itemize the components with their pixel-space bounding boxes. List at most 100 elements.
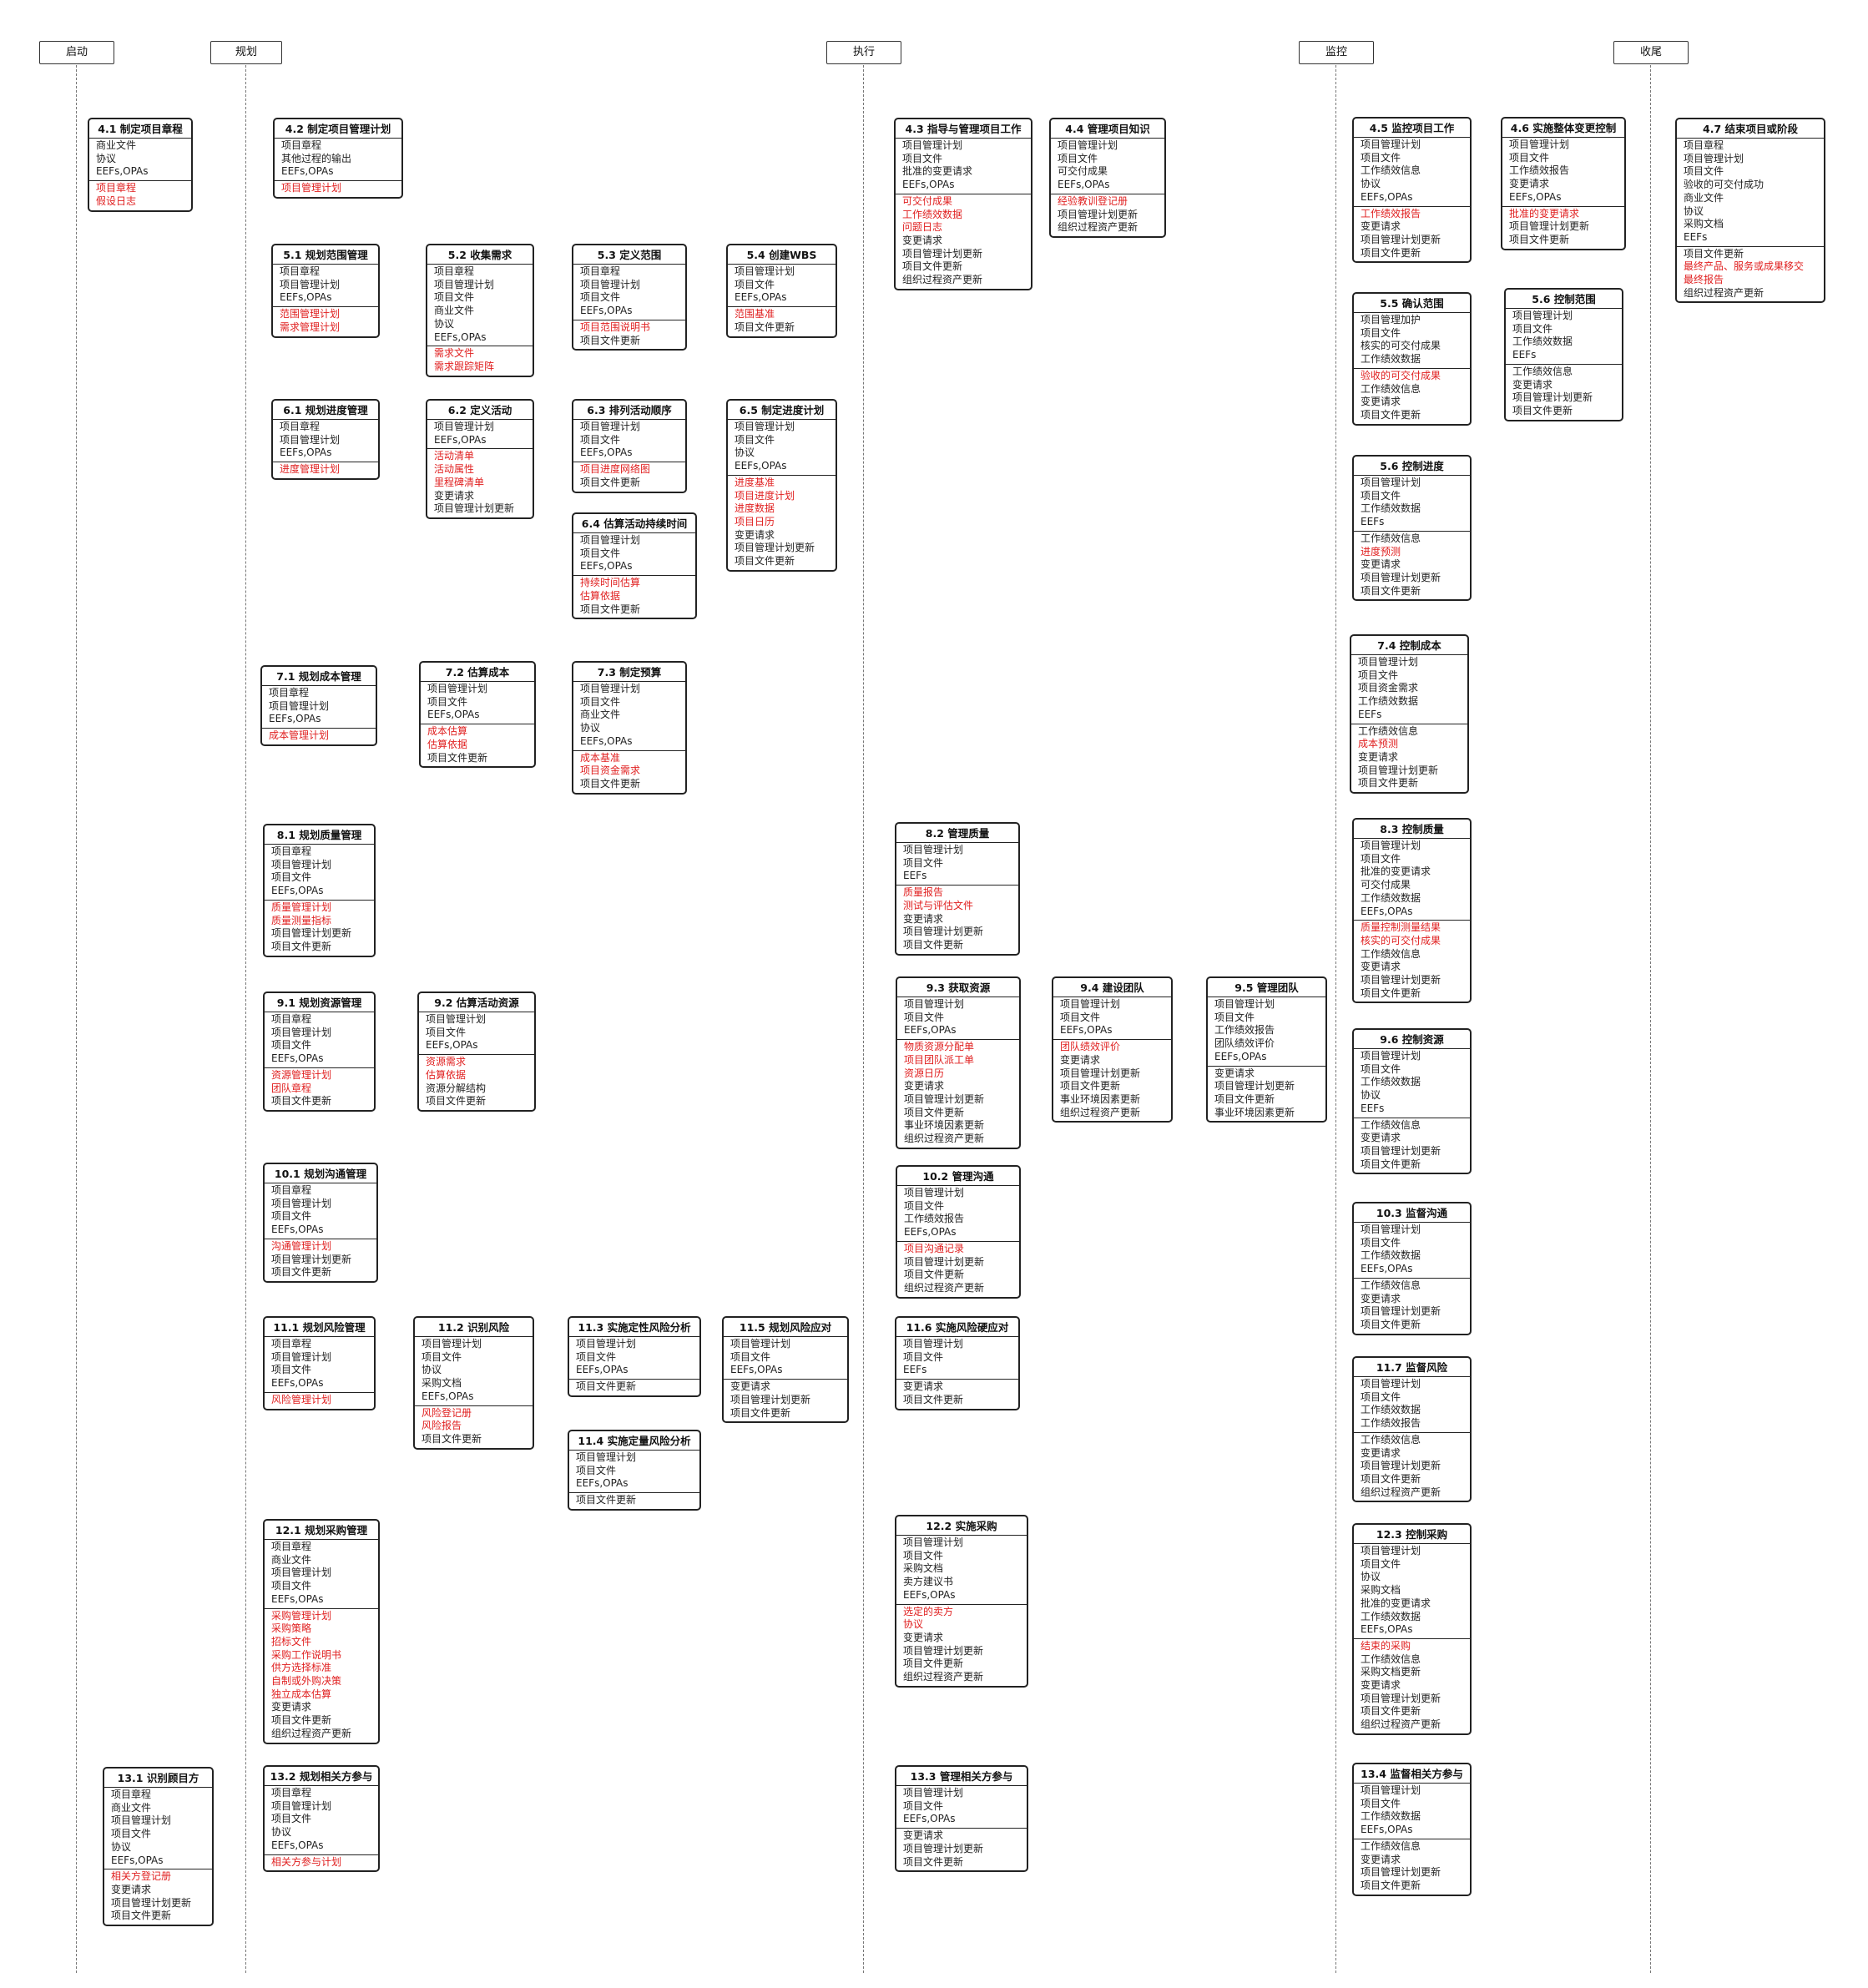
output-item: 最终产品、服务或成果移交 (1684, 260, 1805, 273)
input-item: EEFs,OPAs (1214, 1050, 1267, 1062)
output-item: 成本基准 (580, 751, 621, 764)
input-item: 项目管理计划 (434, 421, 495, 432)
process-title: 11.6 实施风险硬应对 (896, 1318, 1018, 1337)
process-outputs: 质量控制测量结果核实的可交付成果工作绩效信息变更请求项目管理计划更新项目文件更新 (1354, 920, 1470, 1002)
input-item: 变更请求 (1509, 178, 1550, 190)
input-item: 项目章程 (280, 421, 321, 432)
input-item: 项目管理计划 (271, 1197, 332, 1209)
input-item: EEFs,OPAs (434, 433, 487, 446)
output-item: 变更请求 (1060, 1053, 1101, 1066)
process-outputs: 变更请求项目管理计划更新项目文件更新事业环境因素更新 (1208, 1065, 1325, 1122)
input-item: 项目管理计划 (1361, 1545, 1421, 1557)
output-item: 组织过程资产更新 (904, 1133, 985, 1145)
input-item: EEFs,OPAs (1509, 190, 1562, 203)
input-item: 项目章程 (271, 1013, 312, 1025)
input-item: 项目管理计划 (271, 1799, 332, 1812)
output-item: 项目进度网络图 (580, 463, 651, 476)
output-item: 项目文件更新 (903, 1393, 964, 1405)
input-item: 项目管理计划 (903, 844, 964, 855)
process-title: 7.3 制定预算 (573, 663, 685, 682)
input-item: 工作绩效数据 (1361, 1076, 1421, 1088)
output-item: 变更请求 (271, 1701, 312, 1713)
input-item: 项目文件 (271, 871, 312, 884)
process-title: 9.3 获取资源 (897, 978, 1019, 997)
input-item: EEFs,OPAs (576, 1477, 629, 1490)
process-outputs: 风险登记册风险报告项目文件更新 (415, 1405, 533, 1448)
output-item: 变更请求 (1512, 378, 1553, 391)
output-item: 项目日历 (735, 515, 775, 527)
input-item: EEFs,OPAs (735, 291, 787, 304)
process-outputs: 范围基准项目文件更新 (728, 306, 836, 336)
output-item: 项目文件更新 (580, 603, 641, 615)
input-item: EEFs,OPAs (730, 1364, 783, 1376)
input-item: 项目章程 (281, 139, 322, 151)
output-item: 批准的变更请求 (1509, 207, 1580, 219)
output-item: 项目文件更新 (1684, 247, 1744, 260)
output-item: 范围管理计划 (280, 308, 341, 320)
output-item: 项目管理计划更新 (1361, 1305, 1441, 1318)
process-title: 7.4 控制成本 (1351, 636, 1467, 655)
process-outputs: 验收的可交付成果工作绩效信息变更请求项目文件更新 (1354, 367, 1470, 424)
output-item: 组织过程资产更新 (902, 274, 983, 286)
input-item: EEFs (903, 1364, 927, 1376)
output-item: 估算依据 (580, 589, 621, 602)
input-item: EEFs,OPAs (280, 291, 332, 304)
output-item: 采购策略 (271, 1622, 312, 1635)
input-item: 项目文件 (427, 695, 468, 708)
input-item: 项目文件 (1060, 1011, 1101, 1023)
output-item: 事业环境因素更新 (1060, 1092, 1141, 1105)
output-item: 质量测量指标 (271, 914, 332, 926)
output-item: 沟通管理计划 (271, 1239, 332, 1252)
input-item: 协议 (1361, 1089, 1381, 1102)
process-title: 4.6 实施整体变更控制 (1502, 119, 1624, 138)
process-title: 4.1 制定项目章程 (89, 119, 191, 139)
input-item: 项目管理计划 (280, 278, 341, 290)
process-outputs: 团队绩效评价变更请求项目管理计划更新项目文件更新事业环境因素更新组织过程资产更新 (1053, 1039, 1171, 1121)
output-item: 项目管理计划更新 (1214, 1080, 1295, 1092)
process-inputs: 项目管理加护项目文件核实的可交付成果工作绩效数据 (1354, 313, 1470, 368)
input-item: 可交付成果 (1058, 165, 1108, 178)
output-item: 项目管理计划更新 (904, 1092, 985, 1105)
output-item: 工作绩效信息 (1361, 947, 1421, 960)
input-item: 项目文件 (580, 695, 621, 708)
input-item: 项目文件 (1684, 165, 1724, 178)
input-item: 项目章程 (280, 265, 321, 277)
output-item: 项目文件更新 (576, 1494, 637, 1506)
input-item: 采购文档 (1361, 1584, 1401, 1597)
output-item: 风险登记册 (422, 1406, 472, 1419)
input-item: 项目文件 (576, 1350, 617, 1363)
input-item: 工作绩效数据 (1361, 502, 1421, 515)
output-item: 变更请求 (434, 489, 475, 502)
phase-lane-line-closing (1650, 65, 1651, 1973)
output-item: 项目文件更新 (904, 1106, 965, 1118)
process-outputs: 成本管理计划 (262, 728, 376, 744)
input-item: 工作绩效报告 (904, 1213, 965, 1225)
input-item: 项目文件 (1361, 1236, 1401, 1249)
output-item: 采购工作说明书 (271, 1648, 342, 1661)
output-item: 工作绩效信息 (1358, 724, 1419, 737)
process-outputs: 项目进度网络图项目文件更新 (573, 462, 685, 491)
process-box-4-7: 4.7 结束项目或阶段项目章程项目管理计划项目文件验收的可交付成功商业文件协议采… (1675, 118, 1825, 304)
process-title: 8.2 管理质量 (896, 824, 1018, 843)
input-item: 核实的可交付成果 (1361, 340, 1441, 352)
output-item: 测试与评估文件 (903, 899, 974, 911)
process-title: 5.6 控制进度 (1354, 457, 1470, 476)
input-item: 项目文件 (902, 152, 943, 164)
input-item: 项目管理计划 (904, 998, 965, 1010)
input-item: 批准的变更请求 (1361, 865, 1431, 878)
input-item: 项目章程 (271, 845, 312, 857)
output-item: 成本管理计划 (269, 729, 330, 742)
output-item: 需求管理计划 (280, 320, 341, 333)
process-outputs: 项目范围说明书项目文件更新 (573, 319, 685, 349)
